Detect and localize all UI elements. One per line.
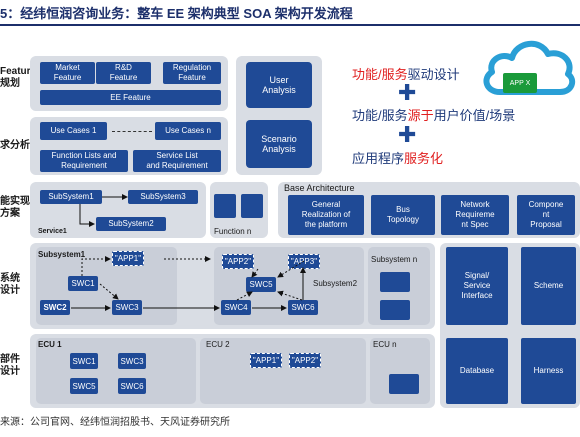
ecu-swc3-box: SWC3 (118, 353, 146, 369)
base-architecture-label: Base Architecture (284, 183, 355, 193)
database-box: Database (446, 338, 508, 404)
swc3-box: SWC3 (112, 300, 142, 315)
subsystem1-label: Subsystem1 (38, 250, 86, 259)
function-n-label: Function n (214, 227, 252, 236)
swc1-box: SWC1 (68, 276, 98, 291)
network-requirement-box: Network Requireme nt Spec (441, 195, 509, 235)
app2-box: "APP2" (222, 254, 254, 269)
ee-feature-box: EE Feature (40, 90, 221, 105)
ecu2-label: ECU 2 (206, 340, 230, 349)
slogan-line-2: 功能/服务源于用户价值/场景 (352, 105, 515, 124)
regulation-feature-box: Regulation Feature (163, 62, 221, 84)
swc5-box: SWC5 (246, 277, 276, 292)
function-lists-box: Function Lists and Requirement (40, 150, 128, 172)
service1-label: Service1 (38, 228, 67, 235)
subsystem-n-block-2 (380, 300, 410, 320)
ecun-label: ECU n (373, 340, 397, 349)
plus-icon-1: ✚ (398, 80, 417, 105)
component-proposal-box: Compone nt Proposal (517, 195, 575, 235)
plus-icon-2: ✚ (398, 122, 417, 147)
page-title: 5：经纬恒润咨询业务：整车 EE 架构典型 SOA 架构开发流程 (0, 6, 353, 21)
slogan2-blk1: 功能/服务 (352, 108, 408, 123)
function-n-block-1 (214, 194, 236, 218)
subsystem-n-block-1 (380, 272, 410, 292)
subsystem-arrows (79, 194, 128, 227)
app-x-box: APP X (503, 73, 537, 93)
row-label-feature: Feature 规划 (0, 66, 37, 89)
subsystem2-box: SubSystem2 (96, 217, 166, 231)
harness-box: Harness (521, 338, 576, 404)
ecu-swc6-box: SWC6 (118, 378, 146, 394)
use-cases-1-box: Use Cases 1 (40, 122, 107, 140)
slogan-line-3: 应用程序服务化 (352, 148, 443, 167)
title-rule (0, 24, 580, 26)
ecu2-app1-box: "APP1" (250, 353, 282, 368)
general-realization-box: General Realization of the platform (288, 195, 364, 235)
app1-box: "APP1" (112, 251, 144, 266)
scheme-box: Scheme (521, 247, 576, 325)
subsystem2-label: Subsystem2 (313, 279, 358, 288)
slogan3-red: 服务化 (404, 151, 444, 166)
service-list-box: Service List and Requirement (133, 150, 221, 172)
ecu-swc1-box: SWC1 (70, 353, 98, 369)
slogan1-red: 功能/服务 (352, 67, 408, 82)
row-label-part: 部件 设计 (0, 354, 20, 377)
use-cases-n-box: Use Cases n (155, 122, 221, 140)
ecu1-label: ECU 1 (38, 340, 62, 349)
bus-topology-box: Bus Topology (371, 195, 435, 235)
signal-interface-box: Signal/ Service Interface (446, 247, 508, 325)
subsystem3-box: SubSystem3 (128, 190, 198, 204)
swc4-box: SWC4 (221, 300, 251, 315)
scenario-analysis-box: Scenario Analysis (246, 120, 312, 168)
ecu1-area (36, 338, 196, 404)
row-label-uc: 求分析 (0, 140, 30, 151)
slogan-line-1: 功能/服务驱动设计 (352, 64, 460, 83)
use-cases-dashes (112, 131, 152, 132)
rd-feature-box: R&D Feature (96, 62, 151, 84)
system-arrows (71, 256, 306, 311)
slogan2-red: 源于 (407, 108, 434, 123)
subsystem-n-label: Subsystem n (371, 255, 418, 264)
row-label-sys: 系统 设计 (0, 273, 20, 296)
ecun-block (389, 374, 419, 394)
market-feature-box: Market Feature (40, 62, 95, 84)
row-label-func: 能实现 方案 (0, 196, 30, 219)
slogan3-blk: 应用程序 (352, 151, 405, 166)
subsystem1-box: SubSystem1 (40, 190, 102, 204)
source-note: 来源：公司官网、经纬恒润招股书、天风证券研究所 (0, 417, 230, 428)
swc2-box: SWC2 (40, 300, 70, 315)
ecu-swc5-box: SWC5 (70, 378, 98, 394)
slogan1-blk: 驱动设计 (407, 67, 460, 82)
ecu2-area (200, 338, 366, 404)
swc6-box: SWC6 (288, 300, 318, 315)
ecu2-app2-box: "APP2" (289, 353, 321, 368)
function-n-block-2 (241, 194, 263, 218)
user-analysis-box: User Analysis (246, 62, 312, 108)
cloud-icon (483, 41, 576, 95)
slogan2-blk2: 用户价值/场景 (433, 108, 516, 123)
